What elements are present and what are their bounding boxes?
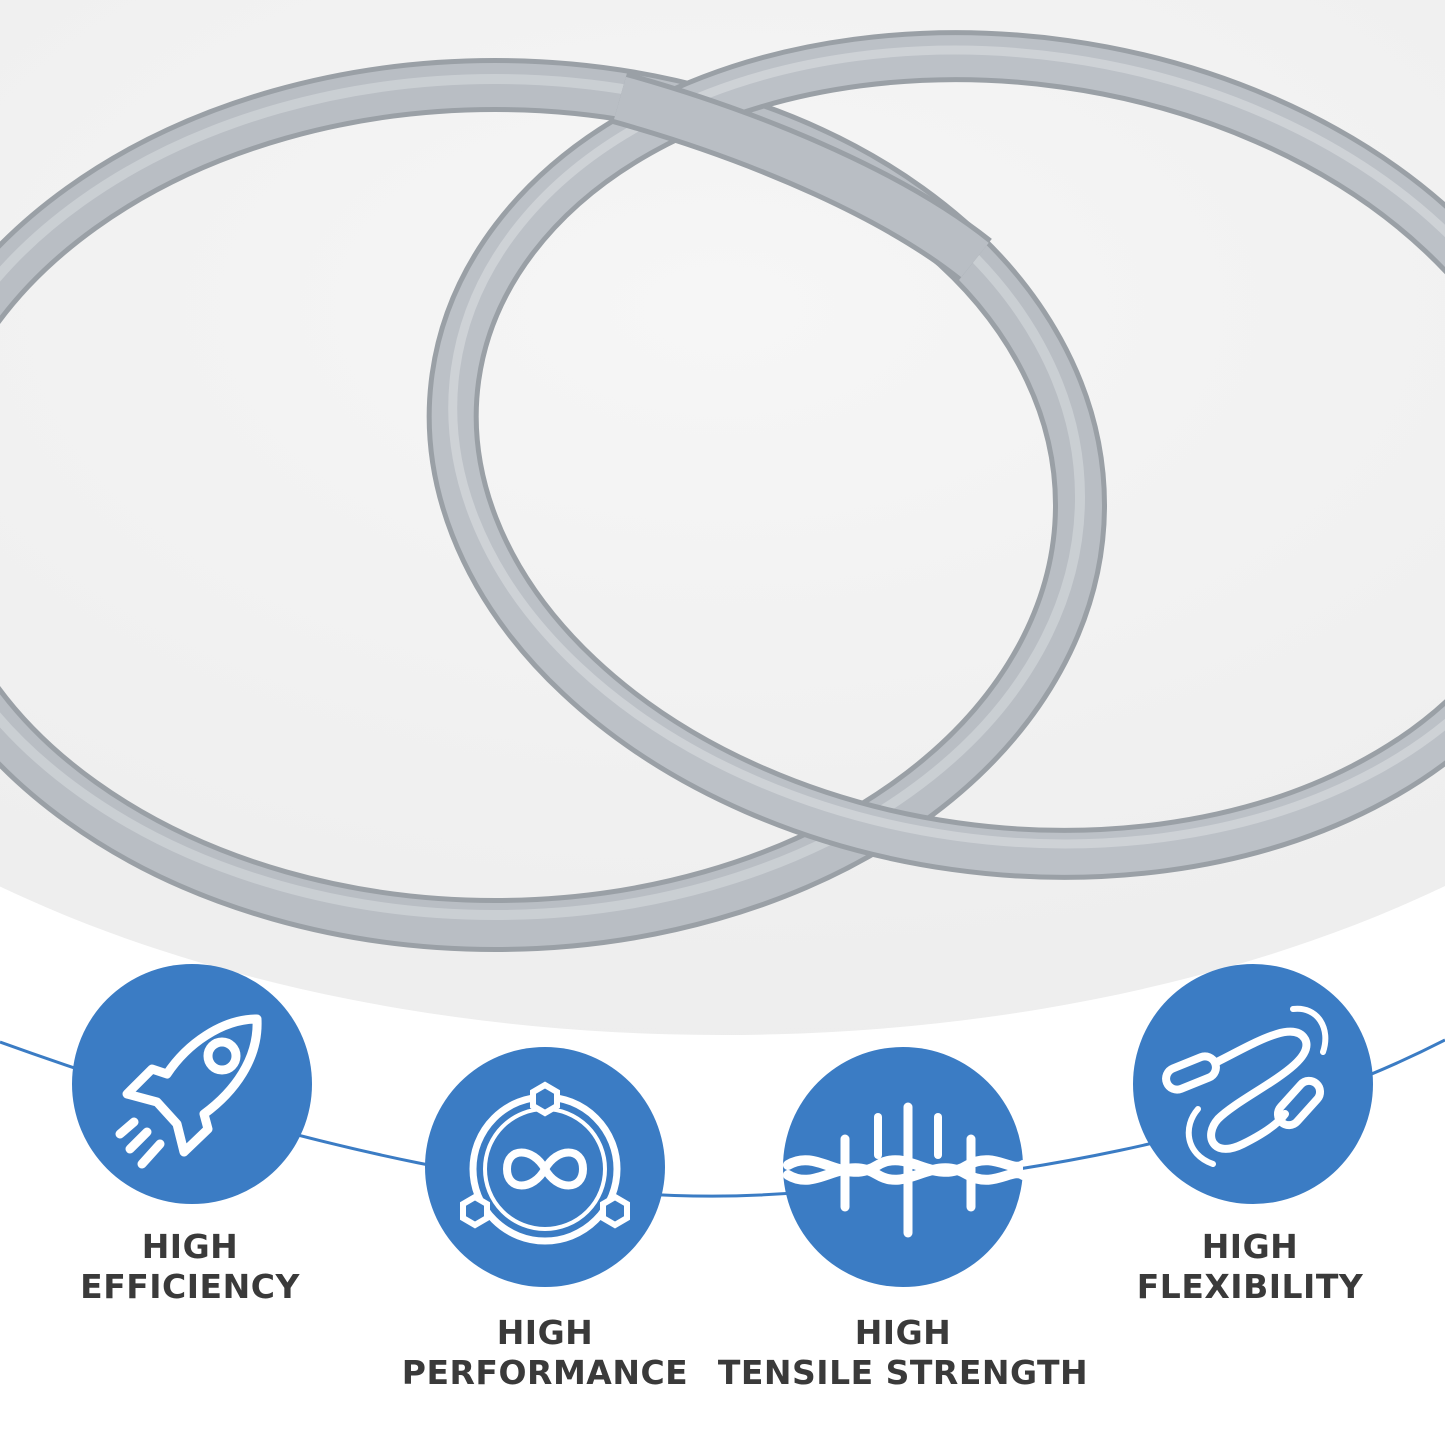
- left-ring: [0, 58, 1107, 952]
- performance-badge: [425, 1047, 665, 1287]
- feature-label-line1: HIGH: [141, 1227, 239, 1266]
- feature-label-line1: HIGH: [854, 1313, 952, 1352]
- feature-label-line2: TENSILE STRENGTH: [717, 1353, 1089, 1392]
- woven-fiber-icon: [783, 1102, 1023, 1238]
- infinity-cycle-icon: [460, 1081, 630, 1245]
- efficiency-badge: [72, 964, 312, 1204]
- feature-label-tensile: HIGH TENSILE STRENGTH: [693, 1313, 1113, 1393]
- feature-label-flexibility: HIGH FLEXIBILITY: [1040, 1227, 1445, 1307]
- feature-label-line2: PERFORMANCE: [401, 1353, 689, 1392]
- feature-label-efficiency: HIGH EFFICIENCY: [0, 1227, 400, 1307]
- feature-label-line1: HIGH: [496, 1313, 594, 1352]
- flexible-cord-icon: [1162, 1005, 1329, 1167]
- feature-label-line1: HIGH: [1201, 1227, 1299, 1266]
- feature-label-line2: FLEXIBILITY: [1136, 1267, 1364, 1306]
- feature-label-line2: EFFICIENCY: [80, 1267, 300, 1306]
- feature-label-performance: HIGH PERFORMANCE: [335, 1313, 755, 1393]
- flexibility-badge: [1133, 964, 1373, 1204]
- backdrop-disc: [0, 0, 1445, 1035]
- tensile-badge: [783, 1047, 1023, 1287]
- rocket-icon: [115, 1014, 262, 1169]
- right-ring: [426, 30, 1445, 880]
